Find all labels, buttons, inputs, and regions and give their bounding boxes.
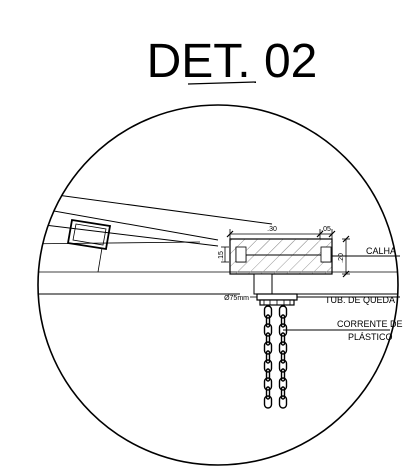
downpipe: Ø75mm — [224, 293, 298, 306]
label-gutter: CALHA — [366, 246, 396, 256]
dim-right-height: .20 — [338, 253, 345, 263]
dim-left-height: .15 — [218, 251, 225, 261]
purlin-member — [66, 218, 112, 251]
chain-link — [263, 305, 273, 319]
chain-link — [265, 386, 271, 400]
chain-link — [265, 332, 271, 346]
chain-link — [280, 386, 286, 400]
dim-top-right: .05 — [321, 226, 331, 233]
chain-link — [280, 314, 286, 328]
gutter-outlet — [253, 273, 273, 295]
chain-link — [265, 350, 271, 364]
plastic-chains — [263, 305, 288, 409]
dim-top-left: .30 — [267, 226, 277, 233]
chain-link — [280, 368, 286, 382]
chain-link — [278, 341, 288, 355]
pipe-diameter: Ø75mm — [224, 295, 249, 302]
purlin-inner — [72, 223, 107, 246]
label-chain-line1: CORRENTE DE — [337, 319, 403, 329]
label-chain-line2: PLÁSTICO — [348, 332, 393, 342]
chain-link — [263, 377, 273, 391]
chain-link — [263, 341, 273, 355]
detail-title: DET. 02 — [147, 35, 318, 88]
chain-link — [278, 377, 288, 391]
chain-link — [265, 314, 271, 328]
chain-link — [263, 323, 273, 337]
label-downpipe: TUB. DE QUEDA — [325, 295, 395, 305]
chain-link — [263, 359, 273, 373]
chain-link — [278, 395, 288, 409]
title-underline — [187, 81, 257, 85]
roof-lower-line — [38, 241, 201, 245]
purlin-leg — [97, 247, 103, 273]
roof-top-line — [38, 189, 273, 225]
gutter — [229, 238, 333, 295]
chain-link — [278, 359, 288, 373]
chain-link — [278, 305, 288, 319]
chain-link — [280, 350, 286, 364]
leaders — [283, 255, 400, 331]
chain-link — [280, 332, 286, 346]
chain-link — [265, 368, 271, 382]
detail-circle — [37, 104, 399, 466]
chain-link — [263, 395, 273, 409]
